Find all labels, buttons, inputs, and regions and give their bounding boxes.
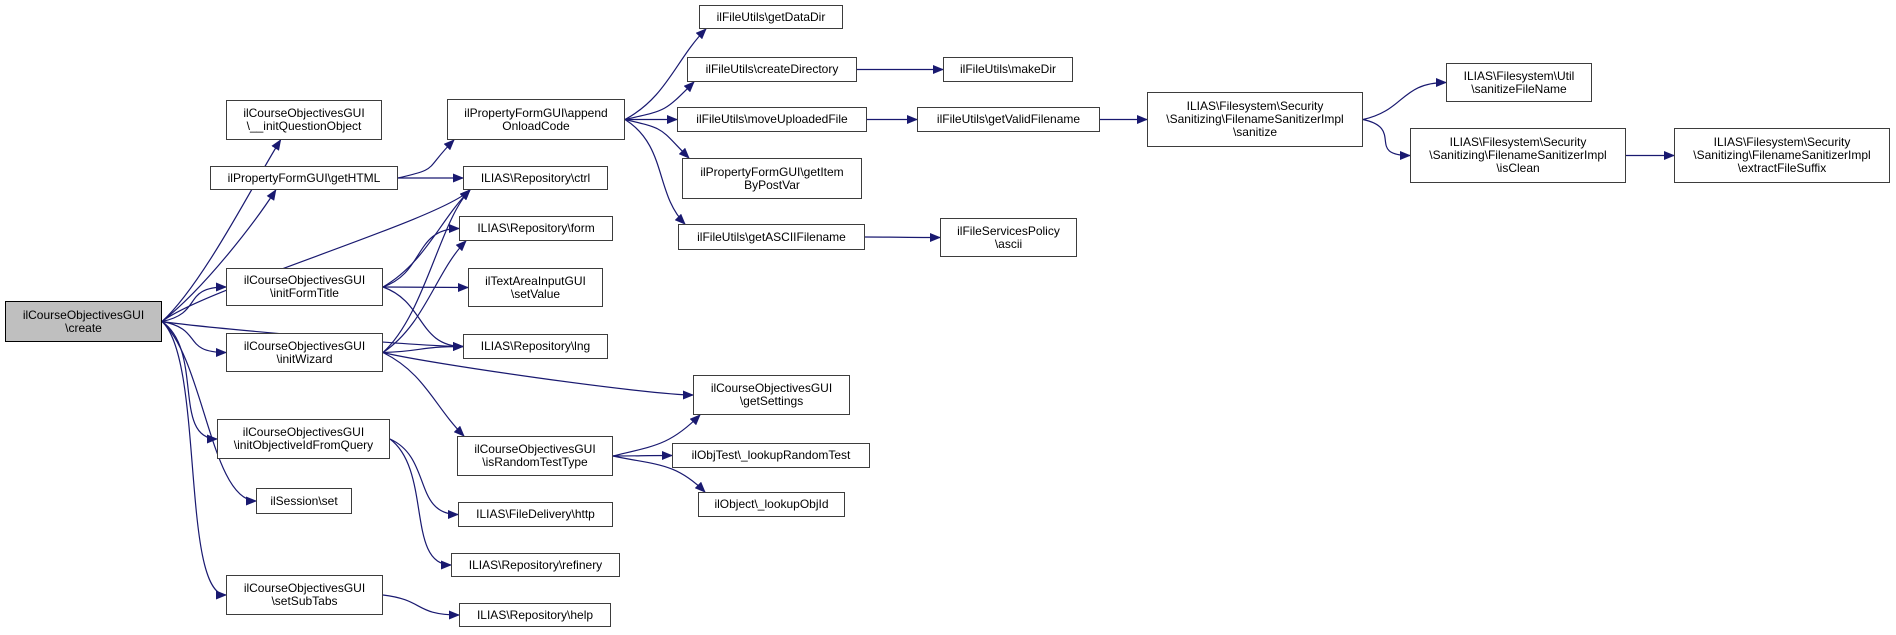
graph-node-getSettings[interactable]: ilCourseObjectivesGUI \getSettings <box>693 375 850 415</box>
call-edge-create-to-initObjectiveIdFromQuery <box>161 321 218 444</box>
call-edge-getHTML-to-appendOnloadCode <box>397 139 455 179</box>
call-edge-appendOnloadCode-to-getASCIIFilename <box>624 118 686 225</box>
call-edge-initWizard-to-lng <box>382 342 464 354</box>
graph-node-getValidFilename[interactable]: ilFileUtils\getValidFilename <box>917 107 1100 132</box>
graph-node-extractFileSuffix[interactable]: ILIAS\Filesystem\Security \Sanitizing\Fi… <box>1674 128 1890 183</box>
call-edge-initFormTitle-to-setValue <box>382 282 469 292</box>
call-edge-appendOnloadCode-to-getItemByPostVar <box>624 118 690 159</box>
graph-node-initFormTitle[interactable]: ilCourseObjectivesGUI \initFormTitle <box>226 268 383 306</box>
graph-node-appendOnloadCode[interactable]: ilPropertyFormGUI\append OnloadCode <box>447 99 625 140</box>
graph-node-initQuestionObject[interactable]: ilCourseObjectivesGUI \__initQuestionObj… <box>226 100 382 140</box>
call-edge-create-to-setSubTabs <box>161 321 227 600</box>
graph-node-lng[interactable]: ILIAS\Repository\lng <box>463 334 608 359</box>
call-edge-initFormTitle-to-ctrl <box>382 189 471 288</box>
call-edge-initFormTitle-to-lng <box>382 286 464 351</box>
call-edge-setSubTabs-to-help <box>382 594 460 620</box>
graph-node-getHTML[interactable]: ilPropertyFormGUI\getHTML <box>210 166 398 190</box>
graph-node-moveUploadedFile[interactable]: ilFileUtils\moveUploadedFile <box>677 107 867 132</box>
graph-node-ctrl[interactable]: ILIAS\Repository\ctrl <box>463 166 608 190</box>
graph-node-initObjectiveIdFromQuery[interactable]: ilCourseObjectivesGUI \initObjectiveIdFr… <box>217 419 390 459</box>
graph-node-setValue[interactable]: ilTextAreaInputGUI \setValue <box>468 268 603 307</box>
graph-node-isClean[interactable]: ILIAS\Filesystem\Security \Sanitizing\Fi… <box>1410 128 1626 183</box>
graph-node-sessionSet[interactable]: ilSession\set <box>256 488 352 514</box>
call-edge-create-to-initWizard <box>161 320 227 357</box>
graph-node-isRandomTestType[interactable]: ilCourseObjectivesGUI \isRandomTestType <box>457 436 613 476</box>
graph-node-sanitize[interactable]: ILIAS\Filesystem\Security \Sanitizing\Fi… <box>1147 92 1363 147</box>
graph-node-form[interactable]: ILIAS\Repository\form <box>459 216 613 241</box>
call-edge-getASCIIFilename-to-asciiPolicy <box>864 232 941 242</box>
graph-node-help[interactable]: ILIAS\Repository\help <box>459 603 611 627</box>
call-edge-initObjectiveIdFromQuery-to-http <box>389 438 459 519</box>
call-edge-isRandomTestType-to-lookupRandomTest <box>612 451 673 461</box>
graph-node-lookupObjId[interactable]: ilObject\_lookupObjId <box>698 492 845 517</box>
graph-node-getItemByPostVar[interactable]: ilPropertyFormGUI\getItem ByPostVar <box>682 158 862 199</box>
graph-node-makeDir[interactable]: ilFileUtils\makeDir <box>943 57 1073 82</box>
call-edge-create-to-ctrl <box>161 189 471 322</box>
call-edge-create-to-getHTML <box>161 189 277 322</box>
graph-node-sanitizeFileName[interactable]: ILIAS\Filesystem\Util \sanitizeFileName <box>1446 63 1592 102</box>
graph-node-getASCIIFilename[interactable]: ilFileUtils\getASCIIFilename <box>678 224 865 250</box>
call-edge-sanitize-to-sanitizeFileName <box>1362 78 1447 121</box>
call-edge-create-to-initQuestionObject <box>161 139 282 322</box>
call-edge-create-to-initFormTitle <box>161 282 227 323</box>
graph-node-lookupRandomTest[interactable]: ilObjTest\_lookupRandomTest <box>672 443 870 468</box>
graph-node-http[interactable]: ILIAS\FileDelivery\http <box>458 502 613 527</box>
graph-node-createDirectory[interactable]: ilFileUtils\createDirectory <box>687 57 857 82</box>
call-edge-initWizard-to-getSettings <box>382 351 694 400</box>
call-edge-sanitize-to-isClean <box>1362 118 1411 160</box>
call-edge-initWizard-to-ctrl <box>382 189 471 353</box>
call-edge-initWizard-to-form <box>382 240 467 353</box>
graph-node-setSubTabs[interactable]: ilCourseObjectivesGUI \setSubTabs <box>226 575 383 615</box>
call-edge-initWizard-to-isRandomTestType <box>382 351 465 437</box>
graph-node-create[interactable]: ilCourseObjectivesGUI \create <box>5 301 162 342</box>
call-edge-create-to-sessionSet <box>161 321 257 506</box>
call-edge-isRandomTestType-to-getSettings <box>612 414 701 457</box>
call-edge-initObjectiveIdFromQuery-to-refinery <box>389 438 452 570</box>
graph-node-asciiPolicy[interactable]: ilFileServicesPolicy \ascii <box>940 218 1077 257</box>
call-edge-isRandomTestType-to-lookupObjId <box>612 455 706 493</box>
graph-node-refinery[interactable]: ILIAS\Repository\refinery <box>451 553 620 577</box>
graph-node-getDataDir[interactable]: ilFileUtils\getDataDir <box>699 5 843 29</box>
call-edge-appendOnloadCode-to-getDataDir <box>624 28 707 121</box>
graph-node-initWizard[interactable]: ilCourseObjectivesGUI \initWizard <box>226 333 383 372</box>
call-edge-appendOnloadCode-to-createDirectory <box>624 81 695 121</box>
call-edge-initFormTitle-to-form <box>382 224 460 288</box>
